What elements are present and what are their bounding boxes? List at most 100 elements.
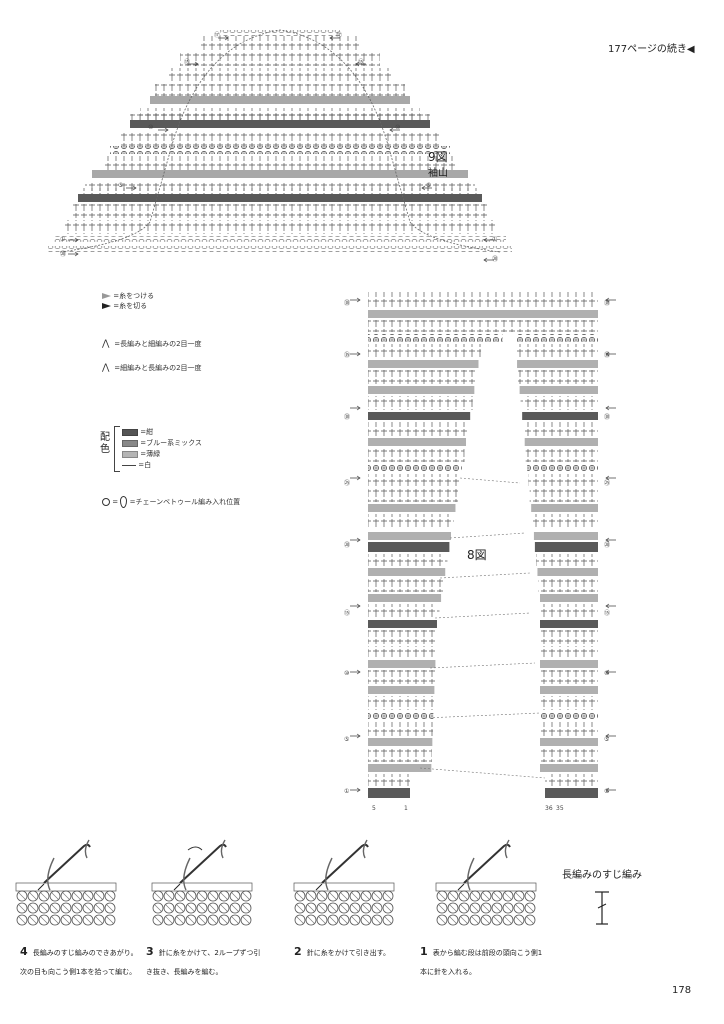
fig8-grey-band (537, 568, 598, 576)
yarn-strand (183, 839, 226, 891)
stitch-loop (480, 902, 492, 914)
fig8-marker-right-7: ⑤ (604, 736, 610, 743)
fig8-grey-band (368, 594, 442, 602)
fig8-grey-band (519, 386, 598, 394)
fig8-guide-line (449, 532, 526, 539)
stitch-loop (82, 902, 94, 914)
fig8-row (368, 488, 459, 502)
step-2: 2 針に糸をかけて引き出す。 (294, 940, 414, 959)
fig8-row (368, 630, 437, 644)
fig8-row (540, 646, 598, 658)
loop-marker (187, 846, 203, 851)
row-arrow-icon (350, 787, 361, 793)
fig8-dark-band (368, 620, 437, 628)
fig9-chain-row (48, 246, 512, 252)
row-arrow-icon (605, 351, 616, 357)
fig8-circle-row (368, 712, 434, 720)
fig8-row (523, 422, 598, 436)
fig8-row (368, 474, 461, 486)
page-number: 178 (672, 985, 692, 996)
color-swatch-row-2: =薄緑 (122, 450, 282, 459)
stitch-loop (327, 914, 339, 926)
attach-yarn-icon (102, 293, 111, 299)
row-arrow-icon (350, 475, 361, 481)
fig8-marker-right-3: ㉕ (604, 480, 611, 487)
stitch-loop (49, 914, 61, 926)
fig9-dark-band (130, 120, 430, 128)
swatch-white (122, 464, 136, 466)
stitch-loop (524, 914, 536, 926)
fabric-top-row (15, 882, 117, 892)
dc-front-loop-symbol (595, 891, 609, 925)
row-arrow-icon (605, 787, 616, 793)
stitch-loop (27, 914, 39, 926)
row-arrow-icon (421, 185, 432, 191)
stitch-loop (502, 902, 514, 914)
color-swatch-row-1: =ブルー系ミックス (122, 439, 282, 448)
fig8-row (368, 722, 433, 736)
fig8-grey-band (368, 764, 432, 772)
color-label-blue-mix: =ブルー系ミックス (140, 439, 202, 447)
stitch-loop (371, 914, 383, 926)
fig8-guide-line (439, 572, 531, 579)
fig8-circle-row (368, 334, 503, 342)
fig8-marker-left-2: ㉚ (344, 414, 351, 421)
stitch-loop (491, 902, 503, 914)
fig8-circle-row (540, 712, 598, 720)
stitch-loop (349, 902, 361, 914)
fig8-row (528, 474, 598, 486)
fig9-row (130, 114, 430, 120)
fig8-circle-row (527, 464, 598, 472)
row-arrow-icon (605, 669, 616, 675)
row-arrow-icon (605, 603, 616, 609)
fig8-row (368, 448, 465, 462)
fig8-dark-band (368, 542, 450, 552)
stitch-loop (316, 914, 328, 926)
row-arrow-icon (605, 475, 616, 481)
stitch-loop (338, 914, 350, 926)
fig9-number: 9図 (428, 150, 448, 164)
fig8-grey-band (368, 438, 467, 446)
fig8-bottom-num-3: 35 (556, 805, 564, 812)
fig8-chart (350, 292, 616, 798)
stitch-loop (27, 902, 39, 914)
stitch-loop (38, 902, 50, 914)
color-swatch-row-3: =白 (122, 461, 282, 470)
fabric-top-row (435, 882, 537, 892)
stitch-loop (229, 902, 241, 914)
fig8-row (368, 422, 469, 436)
fig9-marker-right-1: ⑮ (358, 59, 365, 66)
continued-note: 177ページの続き◀ (608, 44, 695, 55)
stitch-loop (218, 902, 230, 914)
fig8-guide-line (429, 662, 536, 669)
stitch-loop (163, 914, 175, 926)
stitch-loop (82, 914, 94, 926)
cut-yarn-icon (102, 303, 111, 309)
stitch-loop (294, 902, 306, 914)
fig8-grey-band (368, 310, 480, 318)
fig8-guide-line (419, 767, 546, 779)
fig8-circle-row (515, 334, 598, 342)
fig9-row (168, 68, 392, 82)
fig8-grey-band (517, 360, 598, 368)
fig8-grey-band (480, 310, 598, 318)
row-arrow-icon (355, 61, 366, 67)
fig9-row (78, 188, 482, 194)
legend-placement-label: =チェーンベトゥール編み入れ位置 (129, 498, 241, 506)
stitch-loop (371, 902, 383, 914)
legend-dc2tog-row: ⋀ =長編みと細編みの2目一度 (102, 340, 302, 349)
technique-illustration-4 (15, 839, 117, 926)
fig9-sleeve-cap-chart (48, 29, 512, 263)
stitch-loop (71, 914, 83, 926)
stitch-loop (480, 914, 492, 926)
stitch-loop (436, 902, 448, 914)
fig8-grey-band (368, 738, 433, 746)
stitch-loop (294, 914, 306, 926)
row-arrow-icon (483, 237, 494, 243)
fig9-grey-band (150, 96, 410, 104)
insert-arrow-icon (457, 883, 465, 891)
color-label-white: =白 (138, 461, 152, 469)
fabric-top-row (151, 882, 253, 892)
step-1-text: 表から編む段は前段の頭向こう側1本に針を入れる。 (420, 949, 543, 976)
insert-arrow-icon (37, 883, 45, 891)
